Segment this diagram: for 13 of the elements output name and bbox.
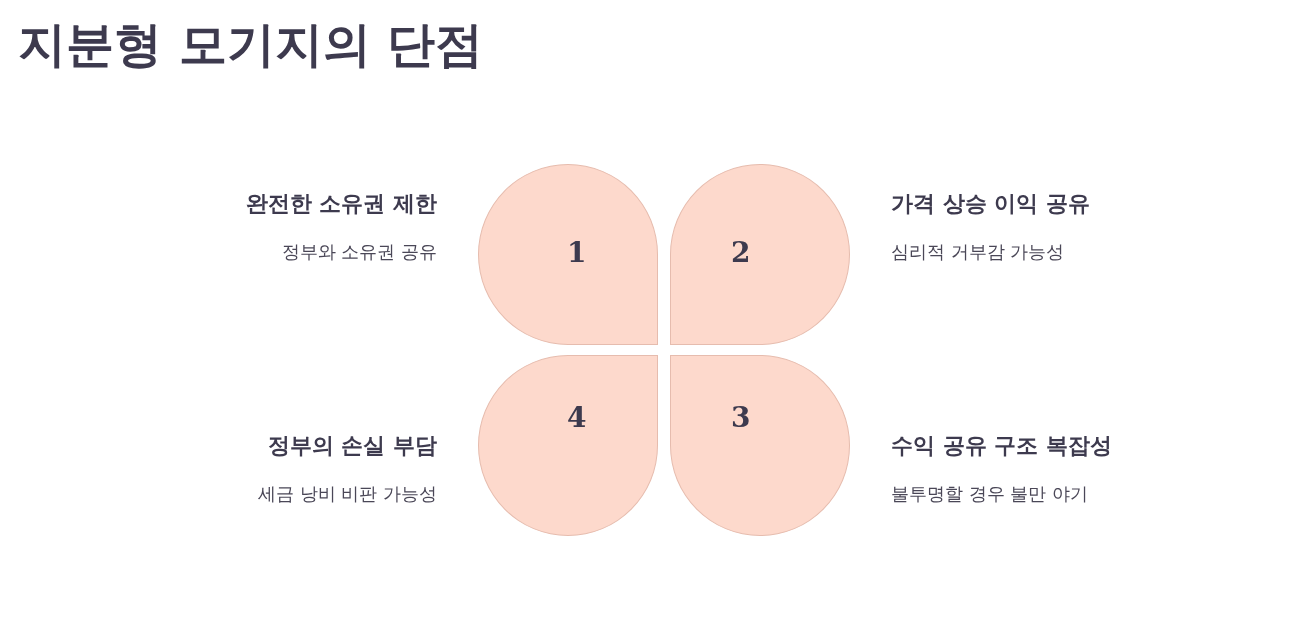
item-heading: 가격 상승 이익 공유 xyxy=(891,190,1090,218)
item-heading: 완전한 소유권 제한 xyxy=(245,190,437,218)
step-number: 1 xyxy=(567,237,587,269)
item-description: 정부와 소유권 공유 xyxy=(281,240,437,264)
title: 지분형 모기지의 단점 xyxy=(18,15,484,74)
step-number: 4 xyxy=(567,402,587,434)
item-heading: 정부의 손실 부담 xyxy=(267,432,437,460)
step-number: 3 xyxy=(731,402,751,434)
item-description: 불투명할 경우 불만 야기 xyxy=(891,482,1089,506)
item-description: 세금 낭비 비판 가능성 xyxy=(257,482,437,506)
item-heading: 수익 공유 구조 복잡성 xyxy=(891,432,1112,460)
step-number: 2 xyxy=(731,237,751,269)
item-description: 심리적 거부감 가능성 xyxy=(891,240,1065,264)
